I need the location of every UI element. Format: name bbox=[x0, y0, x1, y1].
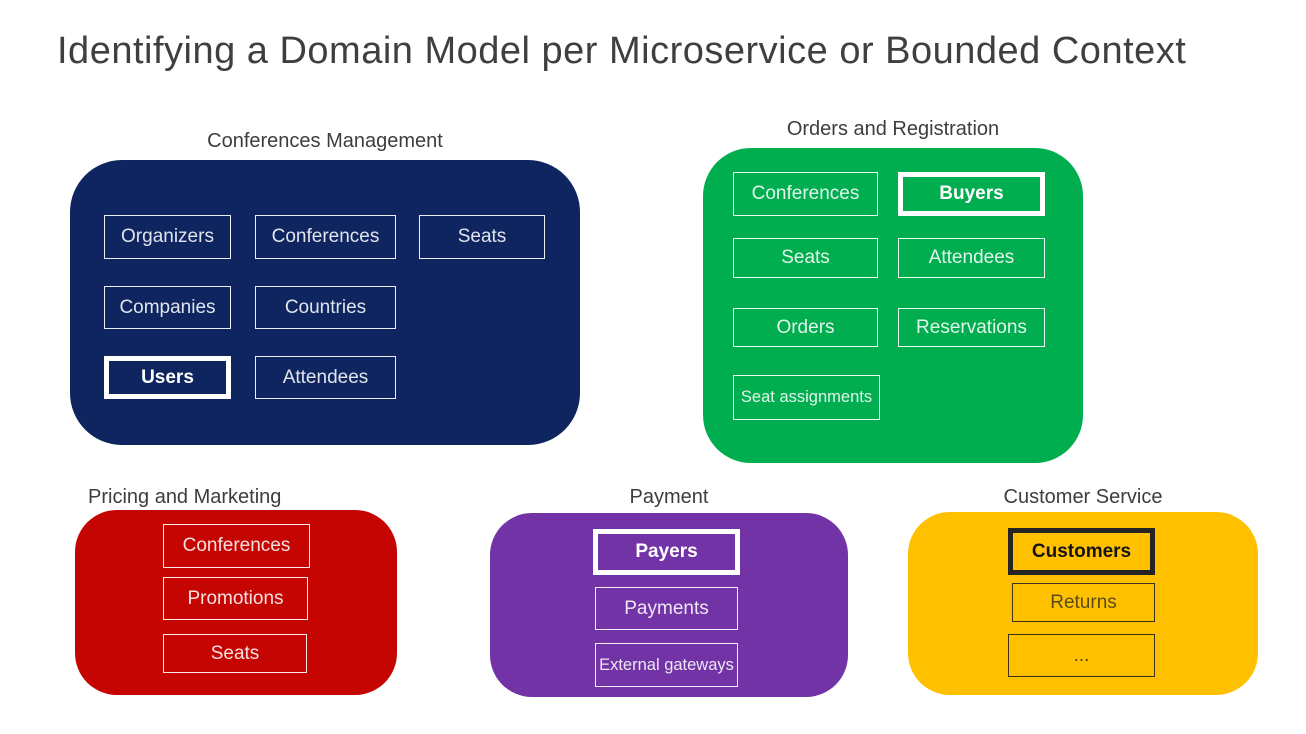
entity-box-organizers: Organizers bbox=[104, 215, 231, 259]
entity-box-seats: Seats bbox=[163, 634, 307, 673]
entity-box-customers-highlighted: Customers bbox=[1008, 528, 1155, 575]
entity-box-attendees: Attendees bbox=[255, 356, 396, 399]
group-box-orders-and-registration: Conferences Buyers Seats Attendees Order… bbox=[703, 148, 1083, 463]
entity-box-payers-highlighted: Payers bbox=[593, 529, 740, 575]
group-label-conferences-management: Conferences Management bbox=[207, 130, 443, 152]
entity-box-conferences: Conferences bbox=[733, 172, 878, 216]
entity-box-orders: Orders bbox=[733, 308, 878, 347]
entity-box-conferences: Conferences bbox=[255, 215, 396, 259]
entity-box-payments: Payments bbox=[595, 587, 738, 630]
group-box-conferences-management: Organizers Conferences Seats Companies C… bbox=[70, 160, 580, 445]
group-label-payment: Payment bbox=[629, 486, 709, 508]
entity-box-reservations: Reservations bbox=[898, 308, 1045, 347]
slide-title: Identifying a Domain Model per Microserv… bbox=[57, 30, 1187, 72]
group-box-payment: Payers Payments External gateways bbox=[490, 513, 848, 697]
entity-box-ellipsis: ... bbox=[1008, 634, 1155, 677]
group-label-pricing-and-marketing: Pricing and Marketing bbox=[88, 486, 282, 508]
entity-box-seats: Seats bbox=[733, 238, 878, 278]
entity-box-users-highlighted: Users bbox=[104, 356, 231, 399]
entity-box-seats: Seats bbox=[419, 215, 545, 259]
group-label-customer-service: Customer Service bbox=[1003, 486, 1163, 508]
group-box-pricing-and-marketing: Conferences Promotions Seats bbox=[75, 510, 397, 695]
entity-box-promotions: Promotions bbox=[163, 577, 308, 620]
entity-box-external-gateways: External gateways bbox=[595, 643, 738, 687]
entity-box-buyers-highlighted: Buyers bbox=[898, 172, 1045, 216]
entity-box-attendees: Attendees bbox=[898, 238, 1045, 278]
entity-box-companies: Companies bbox=[104, 286, 231, 329]
entity-box-returns: Returns bbox=[1012, 583, 1155, 622]
entity-box-seat-assignments: Seat assignments bbox=[733, 375, 880, 420]
group-label-orders-and-registration: Orders and Registration bbox=[786, 118, 1000, 140]
entity-box-conferences: Conferences bbox=[163, 524, 310, 568]
entity-box-countries: Countries bbox=[255, 286, 396, 329]
group-box-customer-service: Customers Returns ... bbox=[908, 512, 1258, 695]
